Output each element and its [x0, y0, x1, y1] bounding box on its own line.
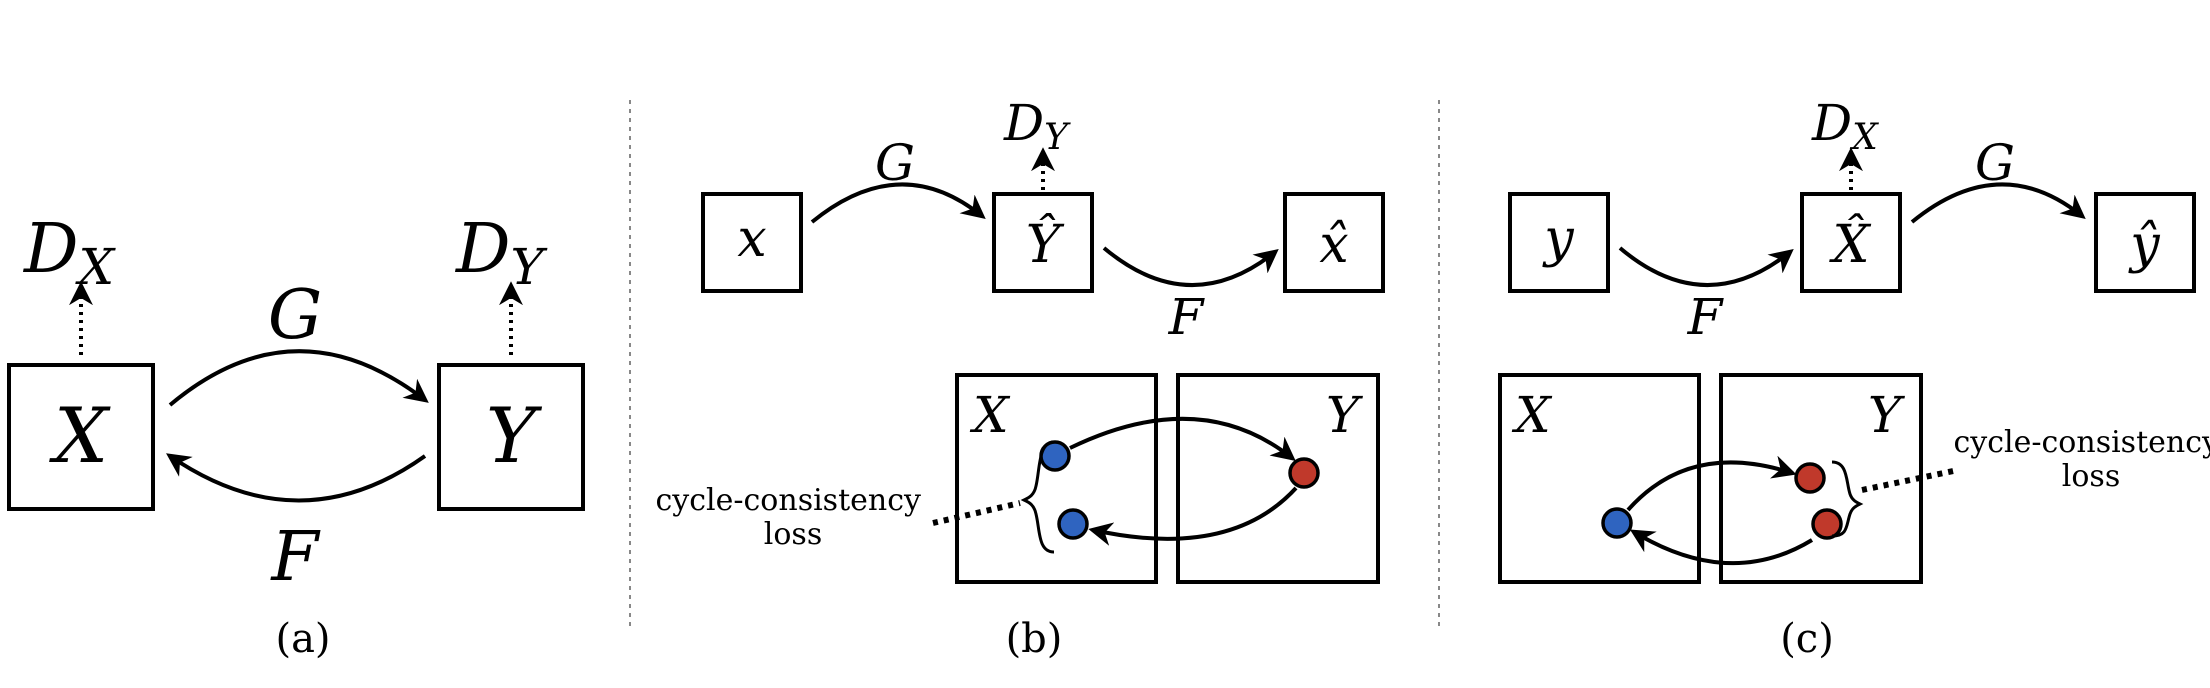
loss-brace [1020, 440, 1055, 554]
translated-point-dot [1288, 457, 1320, 489]
map-g-arrow [1910, 182, 2086, 224]
domain-x-label: X [49, 391, 111, 480]
map-f-arrow [1102, 246, 1279, 287]
reconstructed-point-dot [1057, 508, 1089, 540]
map-g-arrow [168, 349, 429, 407]
loss-brace [1831, 460, 1864, 538]
input-x-box [701, 192, 803, 293]
loss-leader-line [932, 500, 1021, 526]
loss-label: cycle-consistency loss [1953, 425, 2210, 494]
loss-leader-line [1861, 467, 1959, 493]
gen-yhat-label: Ŷ [1026, 213, 1065, 275]
domain-y-box [437, 363, 585, 511]
forward-map-arrow [1069, 416, 1296, 461]
caption-c: (c) [1780, 616, 1834, 662]
recon-yhat-box [2094, 192, 2196, 293]
recon-yhat-label: ŷ [2128, 215, 2160, 275]
map-f-arrow [1618, 246, 1794, 287]
disc-x-label: DX [22, 210, 117, 296]
map-g-label: G [268, 276, 322, 355]
caption-a: (a) [275, 616, 330, 662]
recon-xhat-box [1283, 192, 1385, 293]
domain-y-box [1176, 373, 1380, 584]
map-f-label: F [269, 518, 321, 597]
domain-x-box [7, 363, 155, 511]
map-f-label: F [1168, 288, 1206, 346]
domain-y-label: Y [486, 391, 543, 480]
gen-xhat-box [1800, 192, 1902, 293]
backward-map-arrow [1629, 529, 1814, 566]
panel-a: X Y DX DY G F (a) [7, 210, 585, 662]
panel-b: x Ŷ x̂ G F DY X Y cycle-consistency loss [655, 94, 1385, 662]
panel-c: y X̂ ŷ F G DX X Y cycle-consistency loss [1498, 94, 2210, 662]
disc-y-label: DY [454, 210, 548, 296]
domain-x-box [955, 373, 1158, 584]
map-g-label: G [1975, 134, 2015, 192]
loss-label: cycle-consistency loss [655, 483, 930, 552]
recon-xhat-label: x̂ [1319, 215, 1348, 275]
map-g-label: G [875, 134, 915, 192]
disc-x-label: DX [1811, 94, 1879, 158]
gen-yhat-box [992, 192, 1094, 293]
input-x-label: x [737, 209, 766, 269]
reconstructed-point-dot [1811, 508, 1843, 540]
map-f-label: F [1687, 288, 1725, 346]
domain-x-label: X [969, 386, 1011, 444]
input-y-box [1508, 192, 1610, 293]
disc-y-label: DY [1003, 94, 1071, 158]
map-g-arrow [810, 182, 986, 224]
domain-x-label: X [1511, 386, 1553, 444]
domain-y-label: Y [1868, 386, 1905, 444]
map-f-arrow [166, 453, 427, 503]
gen-xhat-label: X̂ [1828, 214, 1871, 275]
translated-point-dot [1794, 462, 1826, 494]
input-y-label: y [1542, 209, 1574, 269]
domain-y-label: Y [1326, 386, 1363, 444]
backward-map-arrow [1088, 486, 1298, 546]
caption-b: (b) [1006, 616, 1063, 662]
forward-map-arrow [1626, 455, 1797, 512]
source-point-dot [1601, 507, 1633, 539]
